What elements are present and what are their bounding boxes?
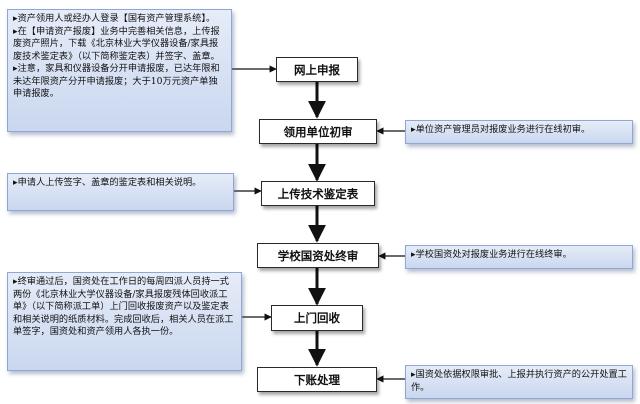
note-attention-line: ▸注意，家具和仪器设备分开申请报废，已达年限和未达年限资产分开申请报废；大于10…: [13, 63, 220, 100]
step-upload-appraisal: 上传技术鉴定表: [261, 181, 375, 206]
note-on-site-collection: ▸终审通过后，国资处在工作日的每周四派人员持一式两份《北京林业大学仪器设备/家具…: [7, 272, 242, 371]
step-unit-first-review: 领用单位初审: [259, 119, 377, 144]
note-login-line: ▸资产领用人或经办人登录【国有资产管理系统】。: [13, 13, 216, 24]
note-first-review-text: ▸单位资产管理员对报废业务进行在线初审。: [411, 124, 591, 135]
step-on-site-collection: 上门回收: [271, 305, 363, 331]
note-disposal: ▸国资处依据权限审批、上报并执行资产的公开处置工作。: [405, 365, 633, 399]
note-school-final-review: ▸学校国资处对报废业务进行在线终审。: [405, 245, 633, 269]
note-unit-first-review: ▸单位资产管理员对报废业务进行在线初审。: [405, 120, 633, 144]
note-apply-line: ▸在【申请资产报废】业务中完善相关信息，上传报废资产照片，下载《北京林业大学仪器…: [13, 25, 220, 62]
note-final-review-text: ▸学校国资处对报废业务进行在线终审。: [411, 249, 572, 260]
note-login-and-apply: ▸资产领用人或经办人登录【国有资产管理系统】。 ▸在【申请资产报废】业务中完善相…: [7, 9, 232, 132]
note-upload-text: ▸申请人上传签字、盖章的鉴定表和相关说明。: [13, 177, 202, 188]
note-upload-signed-appraisal: ▸申请人上传签字、盖章的鉴定表和相关说明。: [7, 173, 234, 211]
step-school-final-review: 学校国资处终审: [257, 243, 379, 268]
step-online-report: 网上申报: [276, 57, 358, 82]
note-disposal-text: ▸国资处依据权限审批、上报并执行资产的公开处置工作。: [411, 369, 627, 393]
note-collection-text: ▸终审通过后，国资处在工作日的每周四派人员持一式两份《北京林业大学仪器设备/家具…: [13, 276, 234, 338]
step-write-off: 下账处理: [257, 367, 377, 392]
